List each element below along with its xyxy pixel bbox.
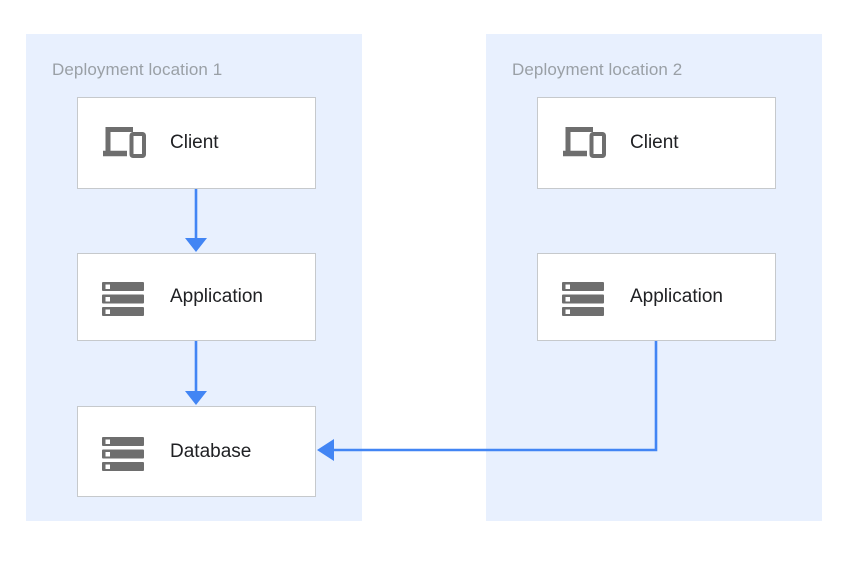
deployment-zone-1-label: Deployment location 1: [52, 60, 223, 79]
node-database-1-label: Database: [170, 440, 252, 462]
client-devices-icon: [560, 120, 606, 166]
node-client-1[interactable]: Client: [77, 97, 316, 189]
node-application-1-label: Application: [170, 286, 263, 307]
deployment-zone-2-label: Deployment location 2: [512, 60, 683, 79]
node-application-2-label: Application: [630, 286, 723, 307]
server-icon: [100, 429, 146, 475]
node-client-1-label: Client: [170, 132, 219, 153]
server-icon: [560, 274, 606, 320]
server-icon: [100, 274, 146, 320]
node-application-2[interactable]: Application: [537, 253, 776, 341]
node-database-1[interactable]: Database: [77, 406, 316, 497]
node-client-2[interactable]: Client: [537, 97, 776, 189]
node-application-1[interactable]: Application: [77, 253, 316, 341]
node-client-2-label: Client: [630, 132, 679, 153]
client-devices-icon: [100, 120, 146, 166]
